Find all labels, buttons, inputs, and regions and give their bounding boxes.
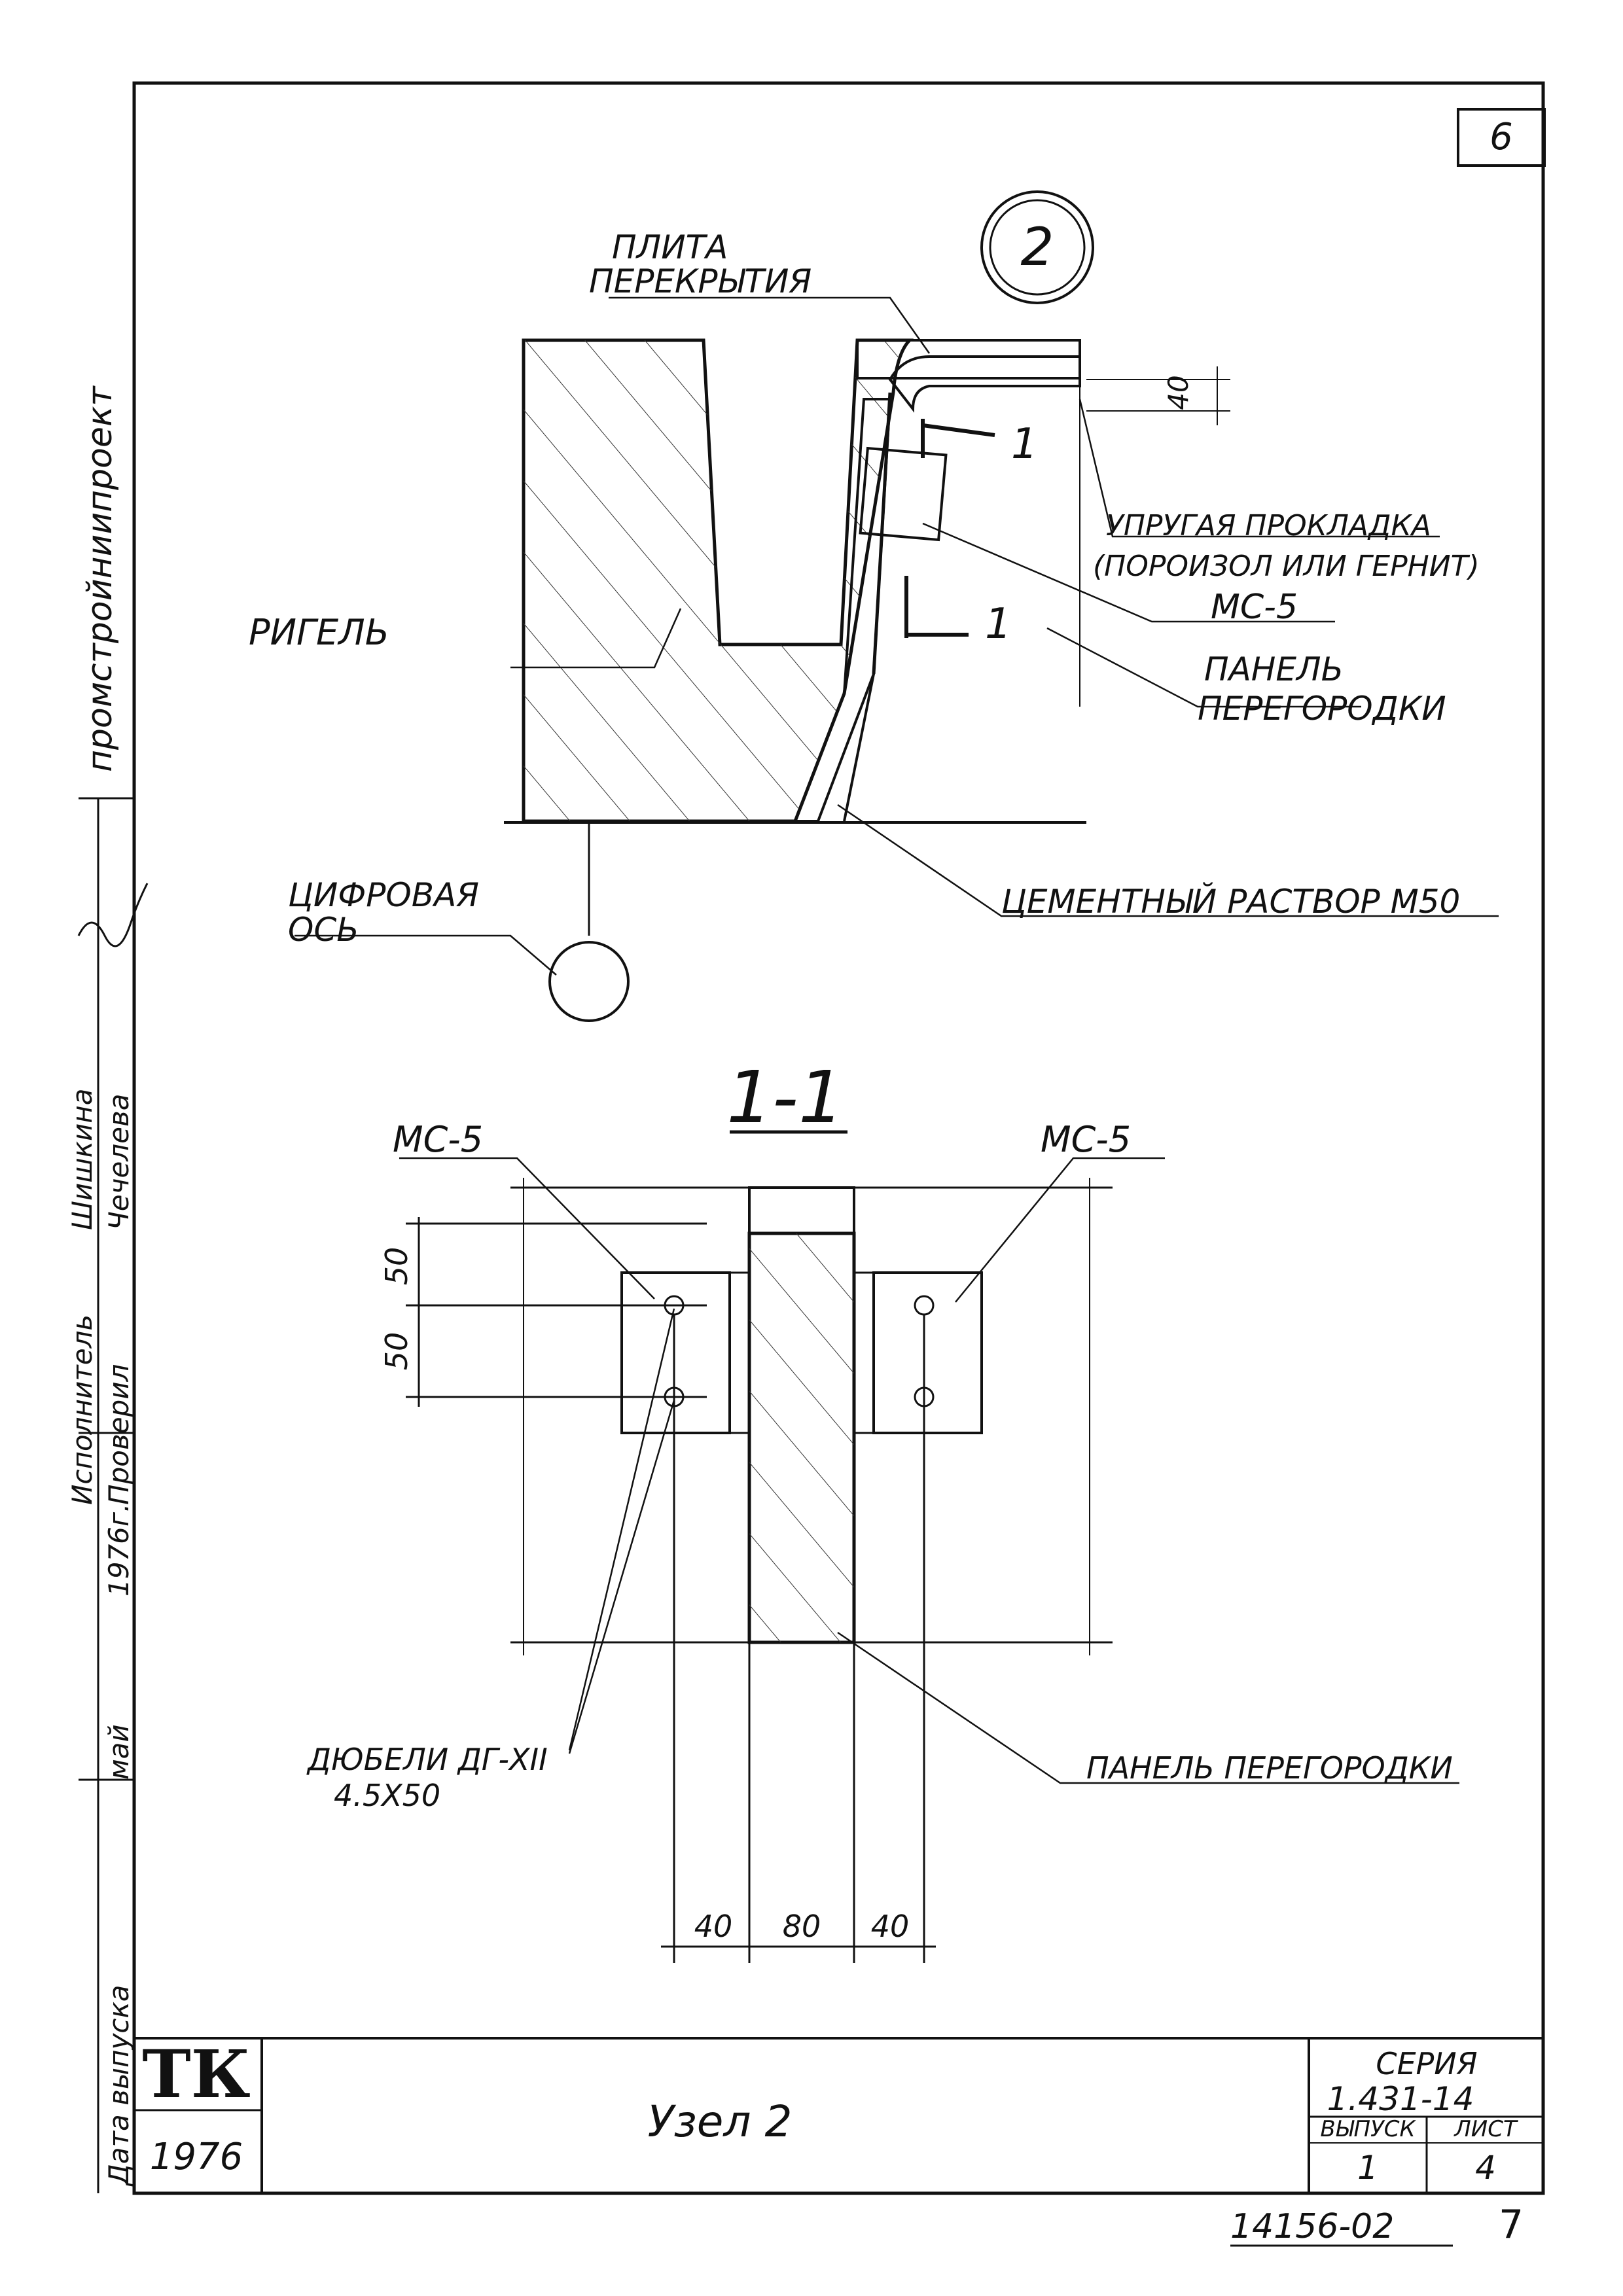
node-mark: 2 <box>1021 217 1054 277</box>
section-gasket <box>748 1186 855 1235</box>
issue-value: 1 <box>1357 2149 1378 2187</box>
label-axis-line2: ОСЬ <box>288 911 359 949</box>
cut-mark-bottom <box>904 576 969 638</box>
section-leader-lines <box>399 1157 1459 1784</box>
cut-mark-top-label: 1 <box>1011 420 1038 468</box>
dim-v2: 50 <box>379 1332 414 1371</box>
dowels-line1: ДЮБЕЛИ ДГ-XII <box>306 1742 548 1777</box>
leader-lines <box>294 296 1499 976</box>
margin-stamp: промстройниипроект Исполнитель Шишкина П… <box>66 385 149 2193</box>
tk-logo: ТК <box>142 2036 250 2113</box>
section-mc5-right <box>872 1271 983 1434</box>
release-year: 1976г. <box>103 1504 135 1597</box>
section-mc5-left <box>620 1271 731 1434</box>
label-panel-line1: ПАНЕЛЬ <box>1204 650 1344 688</box>
sheet-label: ЛИСТ <box>1453 2116 1518 2142</box>
section-mc5-left-label: МС-5 <box>393 1119 483 1160</box>
sheet-number-box <box>1457 108 1546 167</box>
checker-name: Чечелева <box>103 1094 135 1230</box>
sheet-value: 4 <box>1475 2149 1496 2187</box>
title-block: ТК 1976 Узел 2 СЕРИЯ 1.431-14 ВЫПУСК ЛИС… <box>134 2036 1543 2193</box>
checker-role: Проверил <box>103 1364 135 1505</box>
performer-role: Исполнитель <box>66 1315 98 1505</box>
partition-panel-edge <box>872 392 892 675</box>
mc5-plate <box>859 446 948 542</box>
archive-page: 7 <box>1499 2202 1524 2248</box>
series-label: СЕРИЯ <box>1376 2046 1477 2081</box>
org-name: промстройниипроект <box>80 385 120 772</box>
sheet-number: 6 <box>1489 116 1513 158</box>
dim-gap: 40 <box>1162 375 1194 410</box>
section-title: 1-1 <box>726 1055 844 1139</box>
archive-number: 14156-02 <box>1230 2207 1394 2246</box>
dim-h1: 40 <box>694 1909 733 1944</box>
label-gasket-line2: (ПОРОИЗОЛ ИЛИ ГЕРНИТ) <box>1093 550 1480 583</box>
axis-bubble <box>548 941 630 1022</box>
dowel-hole-right-top <box>914 1295 935 1316</box>
section-drawing: 1-1 <box>306 1055 1459 1963</box>
section-mc5-right-label: МС-5 <box>1041 1119 1131 1160</box>
section-panel-label: ПАНЕЛЬ ПЕРЕГОРОДКИ <box>1086 1750 1453 1786</box>
dim-h2: 80 <box>783 1909 821 1944</box>
label-gasket-line1: УПРУГАЯ ПРОКЛАДКА <box>1106 509 1431 542</box>
label-mc5: МС-5 <box>1211 588 1298 627</box>
cut-mark-top <box>921 419 995 458</box>
series-value: 1.431-14 <box>1327 2080 1474 2118</box>
label-panel-line2: ПЕРЕГОРОДКИ <box>1198 690 1446 728</box>
release-month: май <box>103 1724 135 1780</box>
elastic-gasket <box>888 355 1081 413</box>
issue-label: ВЫПУСК <box>1320 2116 1416 2142</box>
dim-v1: 50 <box>379 1247 414 1286</box>
dowel-holes <box>406 1217 936 1963</box>
signature-stroke <box>77 883 149 947</box>
label-mortar: ЦЕМЕНТНЫЙ РАСТВОР М50 <box>1001 882 1460 921</box>
drawing-frame: 6 <box>132 81 1546 2195</box>
release-label: Дата выпуска <box>103 1985 135 2187</box>
performer-name: Шишкина <box>66 1088 98 1230</box>
label-slab-line2: ПЕРЕКРЫТИЯ <box>589 262 812 300</box>
title-year: 1976 <box>150 2136 243 2178</box>
label-slab-line1: ПЛИТА <box>612 228 728 266</box>
node-drawing: 2 40 1 1 <box>249 190 1499 1022</box>
label-axis-line1: ЦИФРОВАЯ <box>288 876 479 914</box>
node-mark-circle <box>980 190 1094 304</box>
cut-mark-bottom-label: 1 <box>985 600 1012 648</box>
title-text: Узел 2 <box>647 2096 792 2147</box>
label-rigel: РИГЕЛЬ <box>249 612 389 653</box>
dim-h3: 40 <box>871 1909 910 1944</box>
dowels-line2: 4.5Х50 <box>334 1778 440 1813</box>
